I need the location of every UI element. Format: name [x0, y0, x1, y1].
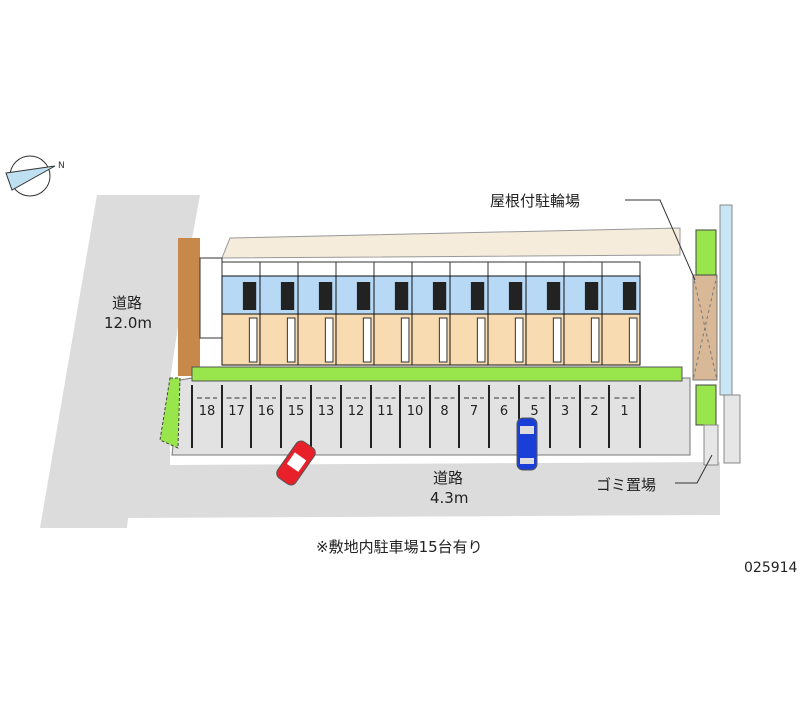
garbage-area — [703, 424, 719, 466]
garbage-label: ゴミ置場 — [596, 476, 657, 494]
apartment-unit — [563, 261, 603, 366]
apartment-unit — [487, 261, 527, 366]
leader-garbage — [675, 454, 713, 484]
back-yard — [221, 227, 681, 259]
parking-space-number: 13 — [318, 404, 335, 419]
bicycle-parking-label: 屋根付駐輪場 — [490, 192, 581, 210]
apartment-unit — [411, 261, 451, 366]
green-patch-se — [695, 384, 717, 426]
apartment-unit — [221, 261, 261, 366]
bicycle-shelter — [692, 274, 718, 381]
road-west-width: 12.0m — [104, 314, 153, 332]
canal — [719, 204, 733, 396]
stairs — [199, 257, 223, 339]
car-red — [276, 440, 316, 486]
side-walk — [723, 394, 741, 464]
parking-space-number: 1 — [620, 404, 628, 419]
apartment-unit — [297, 261, 337, 366]
parking-space-number: 17 — [228, 404, 245, 419]
property-code: 025914 — [744, 560, 798, 576]
apartment-unit — [601, 261, 641, 366]
apartment-unit — [259, 261, 299, 366]
parking-space-number: 15 — [288, 404, 305, 419]
parking-space-number: 3 — [561, 404, 569, 419]
road-west — [40, 195, 720, 528]
parking-space-number: 6 — [500, 404, 508, 419]
apartment-unit — [373, 261, 413, 366]
parking-spaces: 18 17 16 15 13 12 11 10 8 7 6 5 3 2 1 — [191, 385, 641, 448]
parking-space-number: 10 — [407, 404, 424, 419]
parking-note: ※敷地内駐車場15台有り — [316, 538, 483, 556]
car-blue — [516, 417, 538, 471]
apartment-unit — [335, 261, 375, 366]
svg-text:N: N — [58, 161, 65, 171]
road-west-label: 道路 — [112, 294, 143, 312]
parking-space-number: 7 — [470, 404, 478, 419]
parking-space-number: 5 — [530, 404, 538, 419]
parking-space-number: 2 — [590, 404, 598, 419]
apartment-unit — [525, 261, 565, 366]
road-south-width: 4.3m — [430, 489, 469, 507]
apartment-units — [221, 261, 641, 366]
hedge-west — [178, 238, 200, 376]
apartment-unit — [449, 261, 489, 366]
parking-space-number: 11 — [377, 404, 394, 419]
parking-space-number: 18 — [199, 404, 216, 419]
parking-space-number: 8 — [440, 404, 448, 419]
green-patch-west — [159, 377, 181, 449]
compass-icon: N — [5, 155, 65, 197]
green-patch-ne — [695, 229, 717, 276]
hedge-south — [191, 366, 683, 382]
road-south-label: 道路 — [433, 469, 464, 487]
parking-space-number: 12 — [348, 404, 365, 419]
parking-space-number: 16 — [258, 404, 275, 419]
leader-bicycle — [625, 199, 696, 281]
